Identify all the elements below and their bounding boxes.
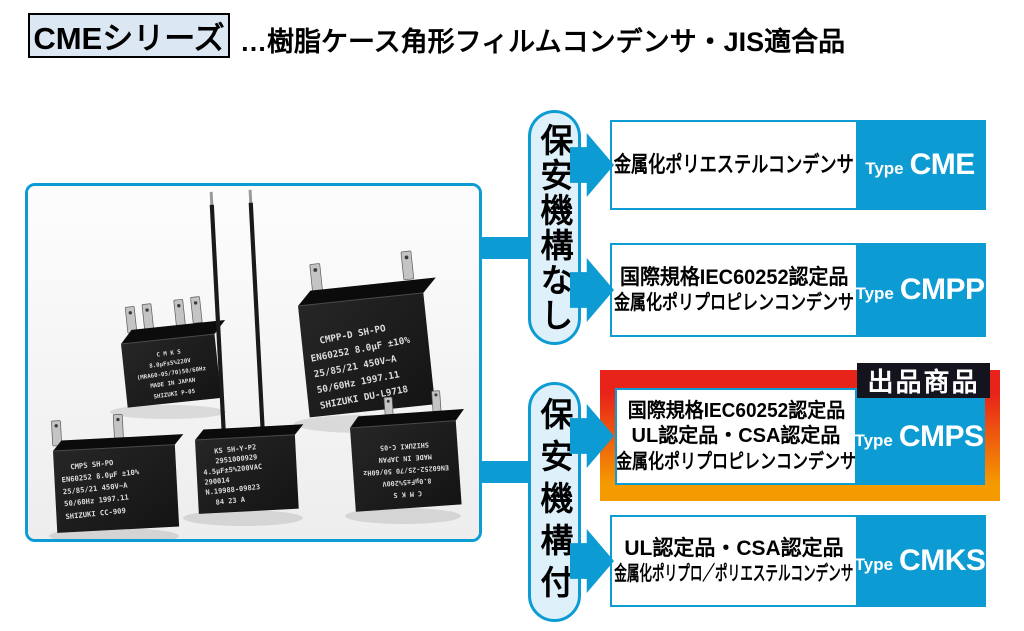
branch-with-safety-mechanism: 保安機構付 bbox=[528, 382, 581, 622]
terminal-tabs bbox=[51, 414, 124, 447]
capacitor-label-line: 84 23 A bbox=[215, 496, 246, 507]
product-description-line: 国際規格IEC60252認定品 bbox=[627, 399, 845, 422]
product-description-line: 金属化ポリプロピレンコンデンサ bbox=[614, 292, 854, 315]
capacitor-label-line: 290014 bbox=[204, 476, 230, 487]
type-name: CMPP bbox=[899, 273, 985, 306]
capacitor-photo: C M K S 8.0μF±5%220V (MRA60-05/70)50/60H… bbox=[25, 183, 482, 542]
listed-product-badge: 出品商品 bbox=[857, 363, 990, 398]
capacitor-cmks-inverted: C M K S 8.0μF±5%200V EN60252-25/70 50/60… bbox=[349, 390, 464, 512]
type-name: CMKS bbox=[899, 544, 986, 577]
product-description-line: 国際規格IEC60252認定品 bbox=[619, 265, 849, 289]
product-description: UL認定品・CSA認定品 金属化ポリプロ／ポリエステルコンデンサ bbox=[612, 517, 856, 605]
terminal-tabs bbox=[124, 296, 203, 334]
product-description-line: UL認定品・CSA認定品 bbox=[624, 536, 844, 560]
type-prefix: Type bbox=[854, 430, 893, 450]
capacitor-label-line: 8.0μF±5%220V bbox=[149, 358, 192, 370]
branch-label: 保安機構付 bbox=[536, 397, 573, 607]
type-name: CME bbox=[909, 148, 976, 181]
product-description: 国際規格IEC60252認定品 UL認定品・CSA認定品 金属化ポリプロピレンコ… bbox=[617, 390, 855, 483]
capacitor-photo-illustration: C M K S 8.0μF±5%220V (MRA60-05/70)50/60H… bbox=[28, 186, 479, 539]
capacitor-cmpp-large: CMPP-D SH-PO EN60252 8.0μF ±10% 25/85/21… bbox=[297, 250, 436, 418]
type-block-cme: Type CME bbox=[856, 122, 984, 208]
capacitor-label-line: 8.0μF±5%200V bbox=[382, 476, 432, 487]
type-prefix: Type bbox=[855, 284, 894, 303]
capacitor-cmps-small: CMPS SH-PO EN60252 8.0μF ±10% 25/85/21 4… bbox=[51, 414, 184, 533]
capacitor-lead-wire-type: KS 5H-Y-P2 2951000929 4.5μF±5%200VAC 290… bbox=[194, 189, 304, 514]
product-box-cmks: UL認定品・CSA認定品 金属化ポリプロ／ポリエステルコンデンサ Type CM… bbox=[610, 515, 986, 607]
series-title-box: CMEシリーズ bbox=[28, 13, 230, 58]
type-block-cmps: Type CMPS bbox=[854, 390, 984, 483]
type-block-cmpp: Type CMPP bbox=[855, 245, 985, 335]
type-name: CMPS bbox=[898, 419, 984, 453]
series-title: CMEシリーズ bbox=[33, 21, 225, 56]
series-description: …樹脂ケース角形フィルムコンデンサ・JIS適合品 bbox=[240, 27, 846, 57]
type-prefix: Type bbox=[854, 555, 894, 574]
product-description: 金属化ポリエステルコンデンサ bbox=[612, 122, 856, 208]
type-block-cmks: Type CMKS bbox=[854, 517, 986, 605]
lead-wires bbox=[209, 189, 266, 439]
capacitor-label-line: SHIZUKI C-05 bbox=[380, 441, 430, 452]
capacitor-label-line: SHIZUKI P-05 bbox=[153, 389, 196, 401]
capacitor-label-line: MADE IN JAPAN bbox=[378, 452, 432, 464]
capacitor-label-line: CMPS SH-PO bbox=[70, 458, 114, 471]
product-box-cmpp: 国際規格IEC60252認定品 金属化ポリプロピレンコンデンサ Type CMP… bbox=[610, 243, 986, 337]
product-box-cmps: 国際規格IEC60252認定品 UL認定品・CSA認定品 金属化ポリプロピレンコ… bbox=[615, 388, 985, 485]
capacitor-cmks-four-terminal: C M K S 8.0μF±5%220V (MRA60-05/70)50/60H… bbox=[120, 296, 226, 408]
product-description-line: 金属化ポリプロ／ポリエステルコンデンサ bbox=[614, 563, 854, 586]
capacitor-label-line: C M K S bbox=[156, 349, 182, 358]
product-description: 国際規格IEC60252認定品 金属化ポリプロピレンコンデンサ bbox=[612, 245, 856, 335]
branch-label: 保安機構なし bbox=[536, 122, 573, 333]
product-description-line: 金属化ポリプロピレンコンデンサ bbox=[617, 450, 855, 473]
branch-no-safety-mechanism: 保安機構なし bbox=[528, 110, 581, 345]
capacitor-label-line: C M K S bbox=[393, 489, 422, 499]
type-prefix: Type bbox=[865, 159, 904, 178]
product-description-line: UL認定品・CSA認定品 bbox=[631, 425, 841, 448]
product-box-cme: 金属化ポリエステルコンデンサ Type CME bbox=[610, 120, 986, 210]
connector-bar bbox=[480, 461, 530, 483]
product-description-line: 金属化ポリエステルコンデンサ bbox=[614, 151, 854, 177]
connector-bar bbox=[480, 237, 530, 259]
